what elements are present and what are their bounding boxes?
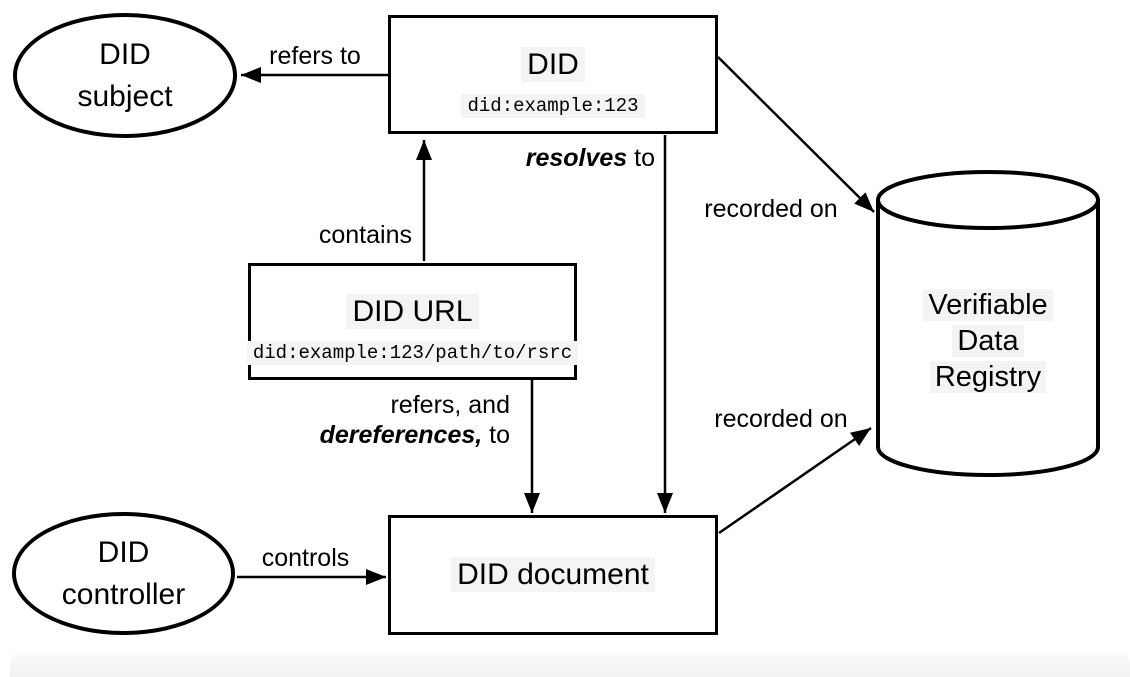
did-controller-label-line2: controller	[61, 577, 186, 611]
edge-label-dereferences-line1: refers, and	[390, 391, 510, 419]
registry-label-line1: Verifiable	[923, 289, 1053, 321]
did-controller-node: DID controller	[12, 512, 235, 635]
registry-label-line3: Registry	[929, 361, 1047, 393]
edge-recorded-on-bottom-line	[718, 426, 872, 535]
did-url-node-example-identifier: did:example:123/path/to/rsrc	[246, 340, 579, 365]
did-document-node: DID document	[388, 515, 718, 635]
edge-label-resolves-rest: to	[627, 144, 655, 172]
registry-label-line2: Data	[952, 325, 1024, 357]
edge-label-controls: controls	[261, 544, 350, 572]
did-node: DID did:example:123	[388, 15, 718, 134]
did-subject-node: DID subject	[13, 13, 237, 138]
edge-label-recorded-on-bottom: recorded on	[714, 405, 848, 433]
did-node-title: DID	[521, 46, 585, 82]
did-url-node: DID URL did:example:123/path/to/rsrc	[246, 263, 579, 380]
did-url-node-title: DID URL	[346, 293, 479, 329]
edge-label-resolves-to: resolves to	[460, 143, 655, 173]
did-document-node-title: DID document	[451, 557, 655, 592]
bottom-panel-edge	[10, 653, 1130, 677]
verifiable-data-registry-label: Verifiable Data Registry	[878, 287, 1098, 395]
edge-label-resolves-emphasis: resolves	[525, 144, 628, 172]
did-subject-label-line2: subject	[77, 79, 173, 113]
did-subject-label-line1: DID	[99, 37, 151, 71]
edge-label-dereferences-rest: to	[482, 421, 510, 449]
edge-label-dereferences-emphasis: dereferences,	[319, 421, 483, 449]
edge-recorded-on-top-line	[717, 56, 875, 213]
edge-label-recorded-on-top: recorded on	[704, 195, 838, 223]
did-node-example-identifier: did:example:123	[461, 93, 645, 118]
edge-label-dereferences-to: refers, and dereferences, to	[300, 390, 510, 450]
edge-label-contains: contains	[318, 221, 412, 249]
did-controller-label-line1: DID	[97, 535, 150, 569]
edge-label-refers-to: refers to	[269, 42, 361, 70]
